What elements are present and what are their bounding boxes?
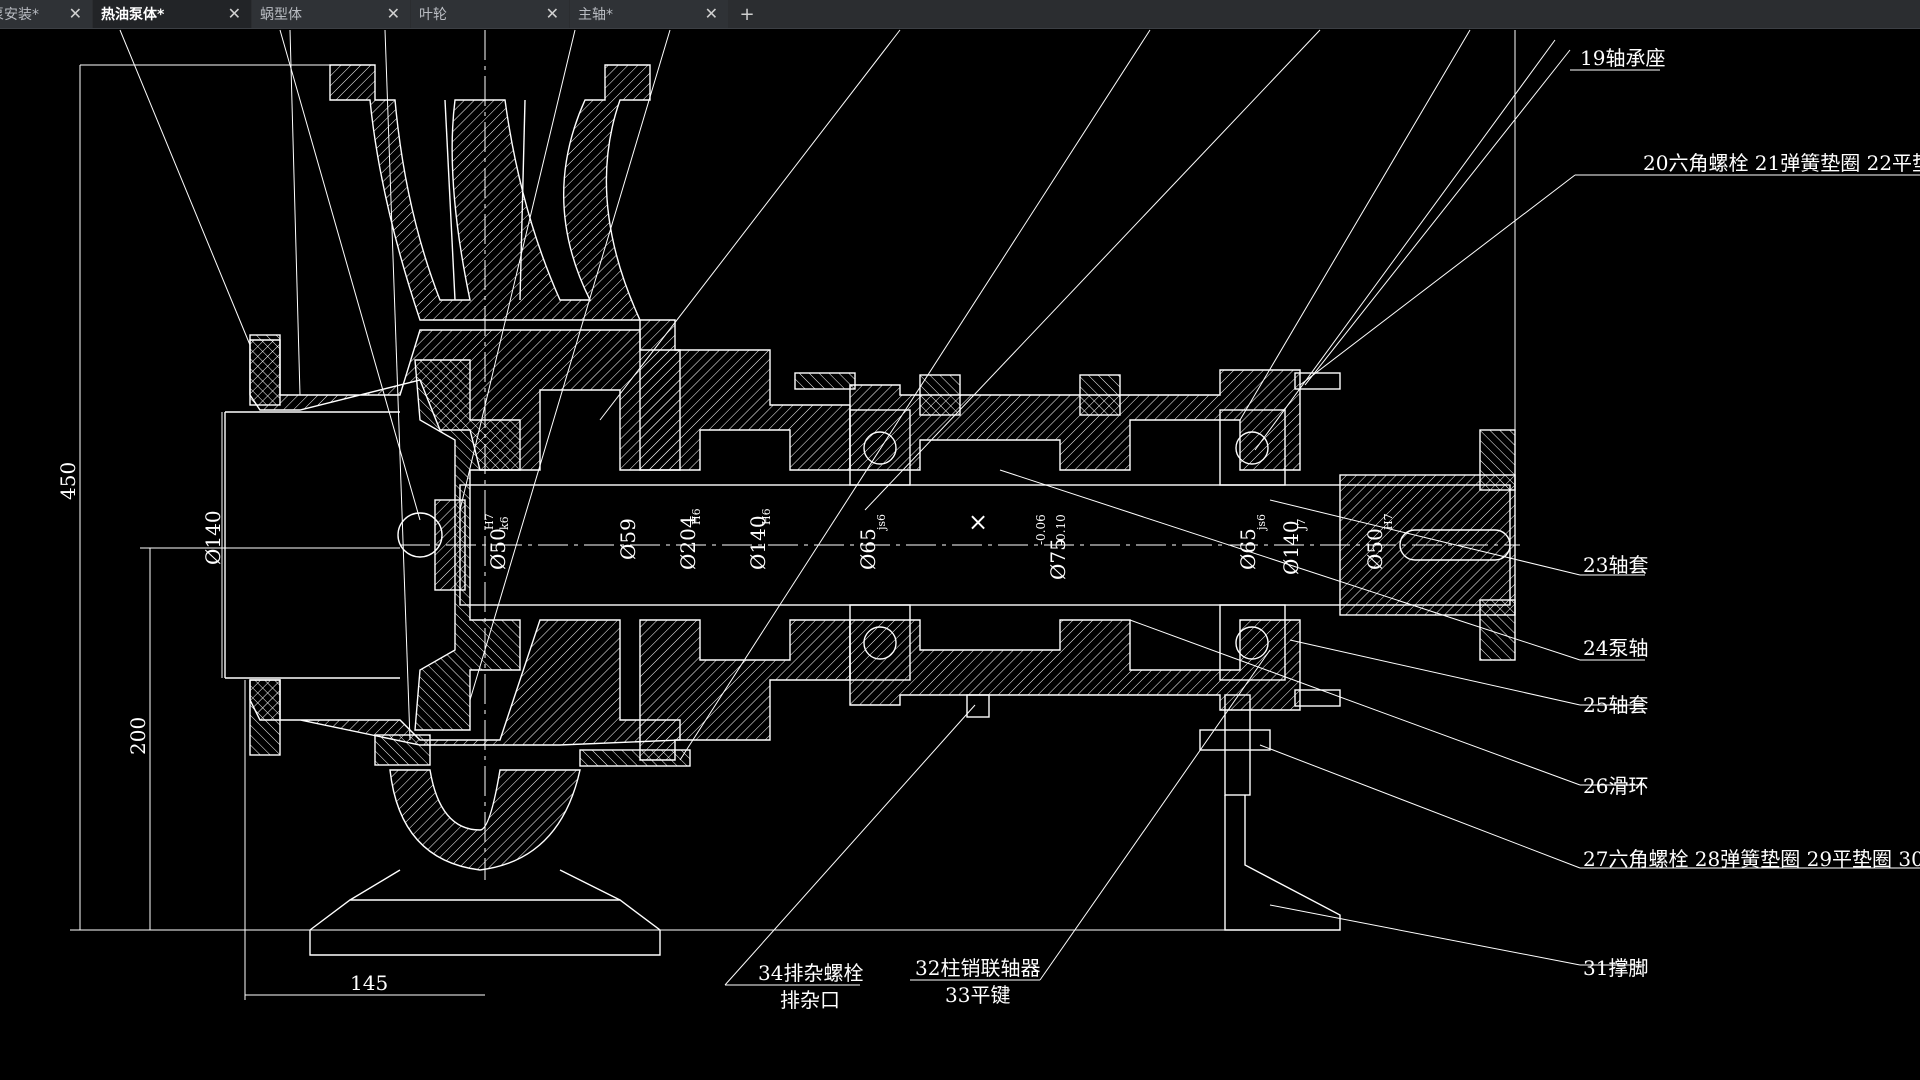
- seal-housing: [639, 319, 851, 471]
- dim-65b-text: Ø65: [1236, 528, 1260, 570]
- shaft-end: [1339, 474, 1516, 616]
- bearing-left-top: [849, 409, 911, 486]
- pump-drawing: ×: [70, 29, 1920, 1000]
- tab-main-shaft[interactable]: 主轴* ✕: [570, 0, 728, 28]
- bearing-ball: [863, 626, 897, 660]
- bearing-ball: [863, 431, 897, 465]
- label-34-drain-port: 排杂口: [780, 988, 840, 1012]
- tab-label: 叶轮: [419, 7, 447, 23]
- nozzle-inner-left: [444, 99, 456, 301]
- bearing-ball: [1235, 626, 1269, 660]
- dim-140b-tol: H6: [760, 508, 773, 525]
- nozzle-inner-right: [519, 99, 526, 301]
- close-icon[interactable]: ✕: [227, 4, 241, 23]
- label-20-22-bolts: 20六角螺栓 21弹簧垫圈 22平垫: [1643, 151, 1920, 175]
- coupling-flange-bottom: [1479, 599, 1516, 661]
- oil-plug: [919, 374, 961, 416]
- leader-lines: [119, 29, 1581, 986]
- dim-140c-tol: J7: [1295, 519, 1308, 531]
- close-icon[interactable]: ✕: [545, 4, 559, 23]
- suction-flange-top: [249, 334, 281, 406]
- support-foot-plate: [1224, 694, 1251, 796]
- dim-200-text: 200: [126, 717, 150, 755]
- tab-pump-install[interactable]: 泵安装* ✕: [0, 0, 92, 28]
- bolt: [1294, 689, 1341, 707]
- dim-75-tol-lower: -0.10: [1054, 514, 1068, 545]
- dim-65a-text: Ø65: [856, 528, 880, 570]
- new-tab-button[interactable]: +: [739, 3, 755, 25]
- tab-label: 泵安装*: [0, 7, 39, 23]
- dim-50b-tol: H7: [1382, 513, 1395, 530]
- label-27-30-bolts: 27六角螺栓 28弹簧垫圈 29平垫圈 30螺: [1583, 847, 1920, 871]
- dim-140-text: Ø140: [201, 510, 225, 565]
- dim-65b-tol: js6: [1255, 514, 1268, 532]
- tab-label: 热油泵体*: [101, 7, 165, 23]
- dim-59-text: Ø59: [616, 518, 640, 560]
- dim-50b-text: Ø50: [1363, 528, 1387, 570]
- dim-50a-text: Ø50: [486, 528, 510, 570]
- dim-75-text: Ø75: [1046, 538, 1070, 580]
- volute-casing-lower: [249, 619, 681, 746]
- dim-140b-text: Ø140: [746, 515, 770, 570]
- bolt: [579, 749, 691, 767]
- bearing-left-bottom: [849, 604, 911, 681]
- drawing-canvas[interactable]: × 450 200 145 Ø140 Ø50 H7 k6 Ø59 Ø204 H6…: [0, 28, 1920, 1080]
- label-23-shaft-sleeve: 23轴套: [1583, 553, 1648, 577]
- bearing-right-top: [1219, 409, 1286, 486]
- bearing-housing-bottom: [849, 619, 1301, 711]
- tab-impeller[interactable]: 叶轮 ✕: [411, 0, 569, 28]
- label-19-bearing-seat: 19轴承座: [1580, 46, 1665, 70]
- tab-label: 主轴*: [578, 7, 613, 23]
- close-icon[interactable]: ✕: [704, 4, 718, 23]
- dim-65a-tol: js6: [875, 514, 888, 532]
- leader-underlines: [725, 69, 1920, 986]
- label-24-pump-shaft: 24泵轴: [1583, 636, 1648, 660]
- close-icon[interactable]: ✕: [386, 4, 400, 23]
- x-mark: ×: [968, 508, 988, 536]
- coupling-flange-top: [1479, 429, 1516, 491]
- tab-hot-oil-pump-body[interactable]: 热油泵体* ✕: [93, 0, 251, 28]
- dim-204-text: Ø204: [676, 515, 700, 570]
- keyway: [1399, 529, 1511, 561]
- dim-450-text: 450: [56, 462, 80, 500]
- bearing-ball: [1235, 431, 1269, 465]
- pedestal-body: [389, 769, 581, 871]
- dim-140c-text: Ø140: [1279, 520, 1303, 575]
- oil-plug: [1079, 374, 1121, 416]
- discharge-nozzle: [329, 64, 651, 321]
- bolt: [374, 734, 431, 766]
- label-26-slip-ring: 26滑环: [1583, 774, 1648, 798]
- tab-volute[interactable]: 蜗型体 ✕: [252, 0, 410, 28]
- pedestal-base: [309, 899, 661, 956]
- label-25-shaft-sleeve: 25轴套: [1583, 693, 1648, 717]
- seal-housing-lower: [639, 619, 851, 761]
- close-icon[interactable]: ✕: [68, 4, 82, 23]
- bolt: [1294, 372, 1341, 390]
- dim-204-tol: H6: [690, 508, 703, 525]
- label-34-drain-bolt: 34排杂螺栓: [758, 961, 863, 985]
- pedestal-leg: [349, 869, 401, 901]
- label-33-flat-key: 33平键: [945, 983, 1010, 1007]
- suction-flange-bottom: [249, 679, 281, 756]
- document-tab-bar: 泵安装* ✕ 热油泵体* ✕ 蜗型体 ✕ 叶轮 ✕ 主轴* ✕ +: [0, 0, 1920, 29]
- drain-bolt: [966, 694, 990, 718]
- support-bolt: [1199, 729, 1271, 751]
- dim-75-tol-upper: -0.06: [1034, 514, 1048, 545]
- support-foot: [1224, 795, 1341, 931]
- bearing-right-bottom: [1219, 604, 1286, 681]
- dim-50a-tol-upper: H7: [483, 513, 496, 530]
- label-31-support-foot: 31撑脚: [1583, 956, 1648, 980]
- dim-50a-tol-lower: k6: [498, 516, 511, 530]
- dim-145-text: 145: [350, 971, 388, 995]
- pedestal-leg: [559, 869, 621, 901]
- label-32-coupling: 32柱销联轴器: [915, 956, 1040, 980]
- bolt: [794, 372, 856, 390]
- tab-label: 蜗型体: [260, 7, 302, 23]
